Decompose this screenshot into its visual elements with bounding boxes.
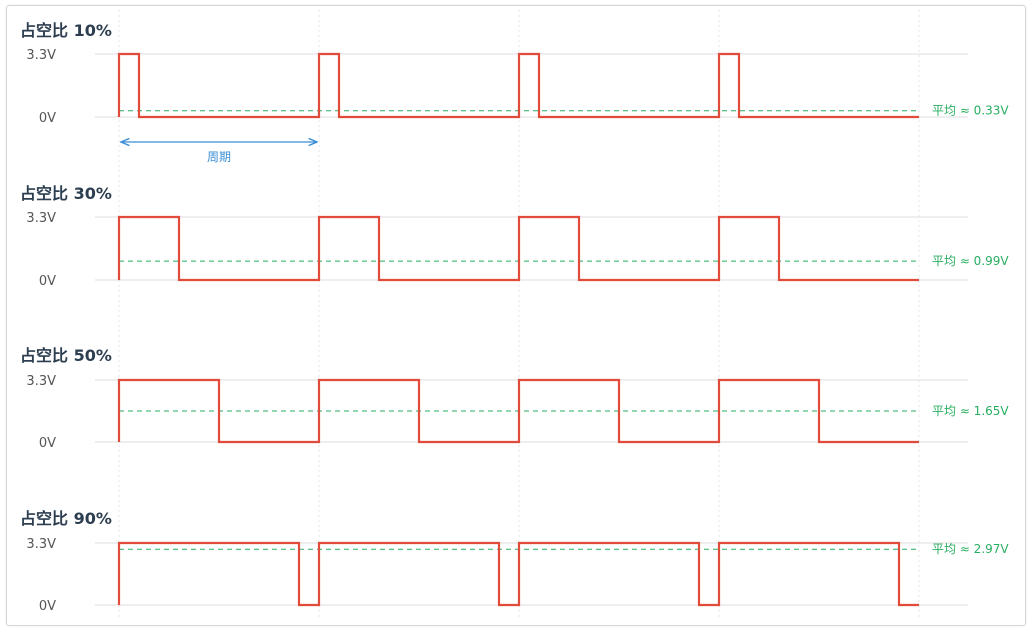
low-level-label: 0V bbox=[39, 274, 56, 289]
high-level-label: 3.3V bbox=[26, 48, 56, 63]
high-level-label: 3.3V bbox=[26, 211, 56, 226]
panel-title: 占空比 90% bbox=[20, 509, 112, 528]
low-level-label: 0V bbox=[39, 111, 56, 126]
panel-duty-10: 占空比 10% 3.3V 0V 平均 ≈ 0.33V bbox=[20, 21, 1009, 126]
low-level-label: 0V bbox=[39, 436, 56, 451]
panel-title: 占空比 30% bbox=[20, 184, 112, 203]
pwm-waveform bbox=[117, 378, 919, 444]
period-annotation: 周期 bbox=[121, 142, 317, 164]
average-label: 平均 ≈ 0.33V bbox=[932, 104, 1009, 118]
diagram-frame bbox=[6, 5, 1026, 626]
pwm-waveform bbox=[117, 52, 919, 119]
average-label: 平均 ≈ 0.99V bbox=[932, 254, 1009, 268]
panel-duty-90: 占空比 90% 3.3V 0V 平均 ≈ 2.97V bbox=[20, 509, 1009, 614]
pwm-waveform bbox=[117, 541, 919, 607]
average-label: 平均 ≈ 1.65V bbox=[932, 404, 1009, 418]
panel-title: 占空比 50% bbox=[20, 346, 112, 365]
period-label: 周期 bbox=[207, 150, 231, 164]
pwm-waveform bbox=[117, 215, 919, 282]
panel-duty-30: 占空比 30% 3.3V 0V 平均 ≈ 0.99V bbox=[20, 184, 1009, 289]
high-level-label: 3.3V bbox=[26, 374, 56, 389]
panel-title: 占空比 10% bbox=[20, 21, 112, 40]
average-label: 平均 ≈ 2.97V bbox=[932, 542, 1009, 556]
panel-duty-50: 占空比 50% 3.3V 0V 平均 ≈ 1.65V bbox=[20, 346, 1009, 451]
high-level-label: 3.3V bbox=[26, 537, 56, 552]
low-level-label: 0V bbox=[39, 599, 56, 614]
